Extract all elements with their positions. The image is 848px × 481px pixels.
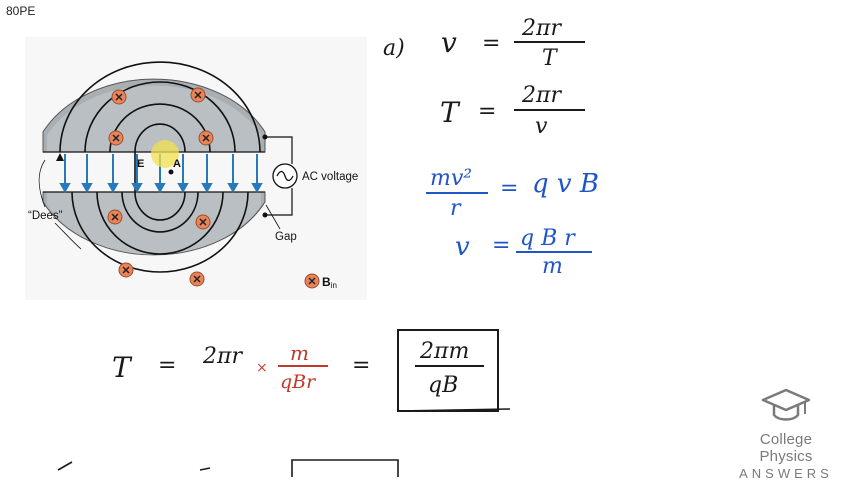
eq5-term: 2πr <box>202 344 243 369</box>
b-marker <box>111 89 127 105</box>
terminal-dot <box>262 212 268 218</box>
eq4-num: q B r <box>520 226 576 251</box>
eq5-eq2: = <box>352 353 370 378</box>
b-legend-marker <box>304 273 320 289</box>
eq1-eq: = <box>482 31 500 56</box>
next-line-partial <box>57 459 399 477</box>
cursor-highlight <box>151 140 179 168</box>
b-marker <box>190 87 206 103</box>
eq3-lhs-den: r <box>450 196 462 221</box>
answer-den: qB <box>428 373 458 398</box>
eq2-lhs: T <box>440 96 461 129</box>
logo-line2: ANSWERS <box>739 466 833 481</box>
eq1-lhs: v <box>441 26 457 59</box>
eq1-num: 2πr <box>521 16 562 41</box>
eq3-rhs: q v B <box>532 169 599 199</box>
b-marker <box>107 209 123 225</box>
graduation-cap-icon <box>761 388 811 421</box>
ac-source-icon <box>272 163 298 189</box>
electric-field-arrows <box>59 154 263 194</box>
college-physics-answers-logo: College Physics ANSWERS <box>736 388 836 481</box>
gap-label: Gap <box>275 231 297 243</box>
b-marker <box>118 262 134 278</box>
terminal-dot <box>262 134 268 140</box>
part-label: a) <box>383 36 405 61</box>
ac-circuit <box>265 136 293 216</box>
b-marker <box>108 130 124 146</box>
b-marker <box>198 130 214 146</box>
bottom-dee-face <box>47 192 261 255</box>
eq1-den: T <box>542 46 559 71</box>
cyclotron-figure: E A Bin AC voltage Gap “ <box>25 37 367 300</box>
ac-voltage-label: AC voltage <box>302 171 358 183</box>
particle-a <box>168 169 174 175</box>
cyclotron-diagram: E A Bin AC voltage Gap “ <box>28 61 358 290</box>
b-legend-label: Bin <box>322 275 337 290</box>
problem-id: 80PE <box>6 4 36 18</box>
eq4-lhs: v <box>455 232 470 262</box>
eq5-frac-num: m <box>290 341 309 365</box>
b-marker <box>189 271 205 287</box>
b-marker <box>195 214 211 230</box>
logo-line1: College Physics <box>759 431 813 465</box>
answer-box <box>397 329 499 412</box>
orbit-arrow-left <box>56 153 64 161</box>
eq4-eq: = <box>492 233 510 258</box>
eq2-den: v <box>535 114 548 139</box>
eq2-eq: = <box>478 99 496 124</box>
b-field-markers <box>107 87 320 289</box>
eq5-eq: = <box>158 353 176 378</box>
eq2-num: 2πr <box>521 83 562 108</box>
dees-label: “Dees” <box>28 210 63 222</box>
label-a: A <box>173 158 181 170</box>
eq5-frac-den: qBr <box>280 371 317 393</box>
eq5-times: × <box>256 360 268 376</box>
eq5-lhs: T <box>112 351 133 384</box>
answer-num: 2πm <box>419 339 469 364</box>
label-e: E <box>137 158 144 170</box>
eq3-eq: = <box>500 176 518 201</box>
eq4-den: m <box>542 254 563 279</box>
eq3-lhs-num: mv² <box>430 166 472 191</box>
